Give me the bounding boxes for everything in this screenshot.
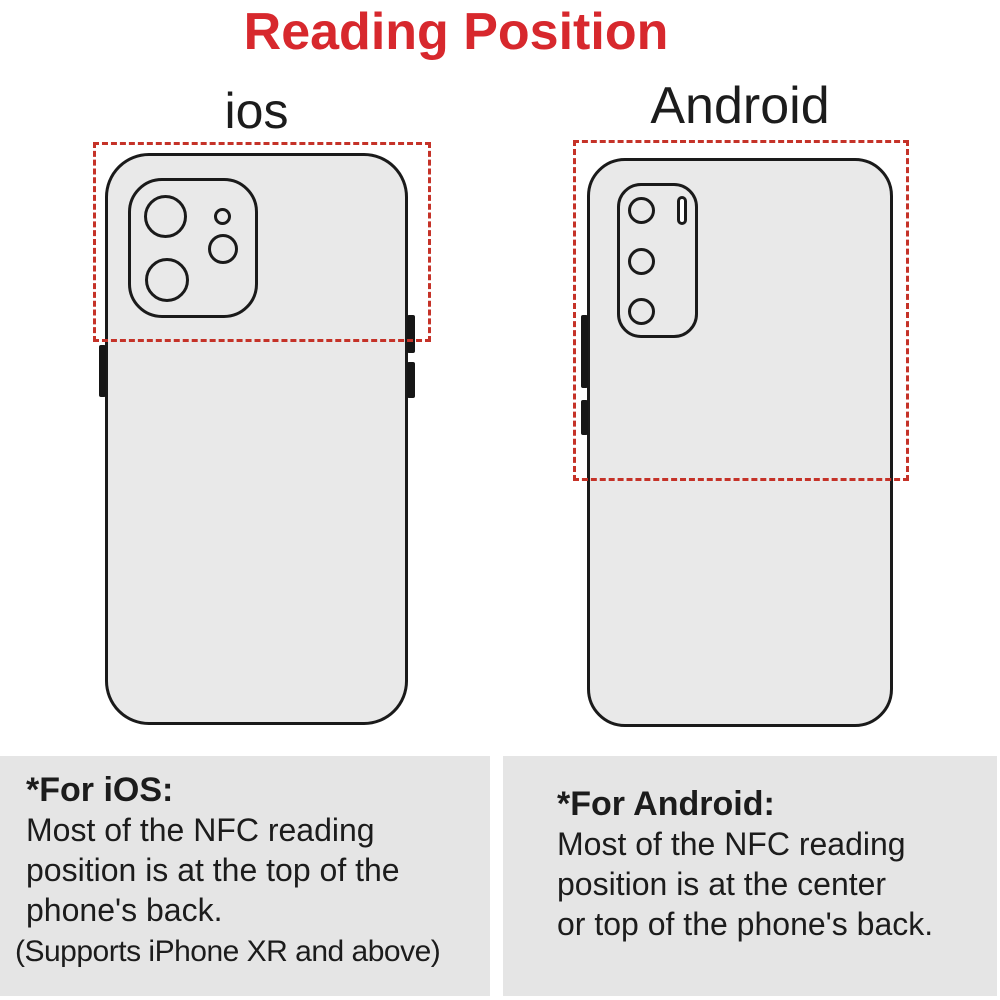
ios-camera-module [128,178,258,318]
ios-camera-lens-top-icon [144,195,187,238]
ios-note-line-3: phone's back. [26,892,223,928]
ios-note-heading: *For iOS: [26,771,174,809]
android-camera-flash-icon [677,196,687,225]
ios-camera-flash-icon [208,234,238,264]
android-camera-lens-3-icon [628,298,655,325]
android-note-box: *For Android: Most of the NFC reading po… [503,756,997,996]
android-note-line-2: position is at the center [557,866,887,902]
android-camera-lens-1-icon [628,197,655,224]
android-power-button [581,400,588,435]
ios-volume-button-upper [407,315,415,353]
ios-note-line-1: Most of the NFC reading [26,812,375,848]
ios-camera-lens-bottom-icon [145,258,189,302]
android-note-line-1: Most of the NFC reading [557,826,906,862]
android-note-line-3: or top of the phone's back. [557,906,934,942]
android-volume-button [581,315,588,388]
ios-section-label: ios [224,83,289,139]
ios-side-button-left [99,345,106,397]
ios-nfc-zone-dashed-box [93,142,431,342]
android-note-heading: *For Android: [557,785,775,823]
android-section-label: Android [650,77,830,135]
android-camera-module [617,183,698,338]
page-title: Reading Position [243,3,669,61]
ios-note-line-2: position is at the top of the [26,852,400,888]
ios-note-footnote: (Supports iPhone XR and above) [15,935,441,968]
android-phone-back-outline [587,158,893,727]
ios-note-box: *For iOS: Most of the NFC reading positi… [0,756,490,996]
ios-volume-button-lower [407,362,415,398]
ios-camera-mic-dot-icon [214,208,231,225]
ios-phone-back-outline [105,153,408,725]
android-camera-lens-2-icon [628,248,655,275]
android-nfc-zone-dashed-box [573,140,909,481]
